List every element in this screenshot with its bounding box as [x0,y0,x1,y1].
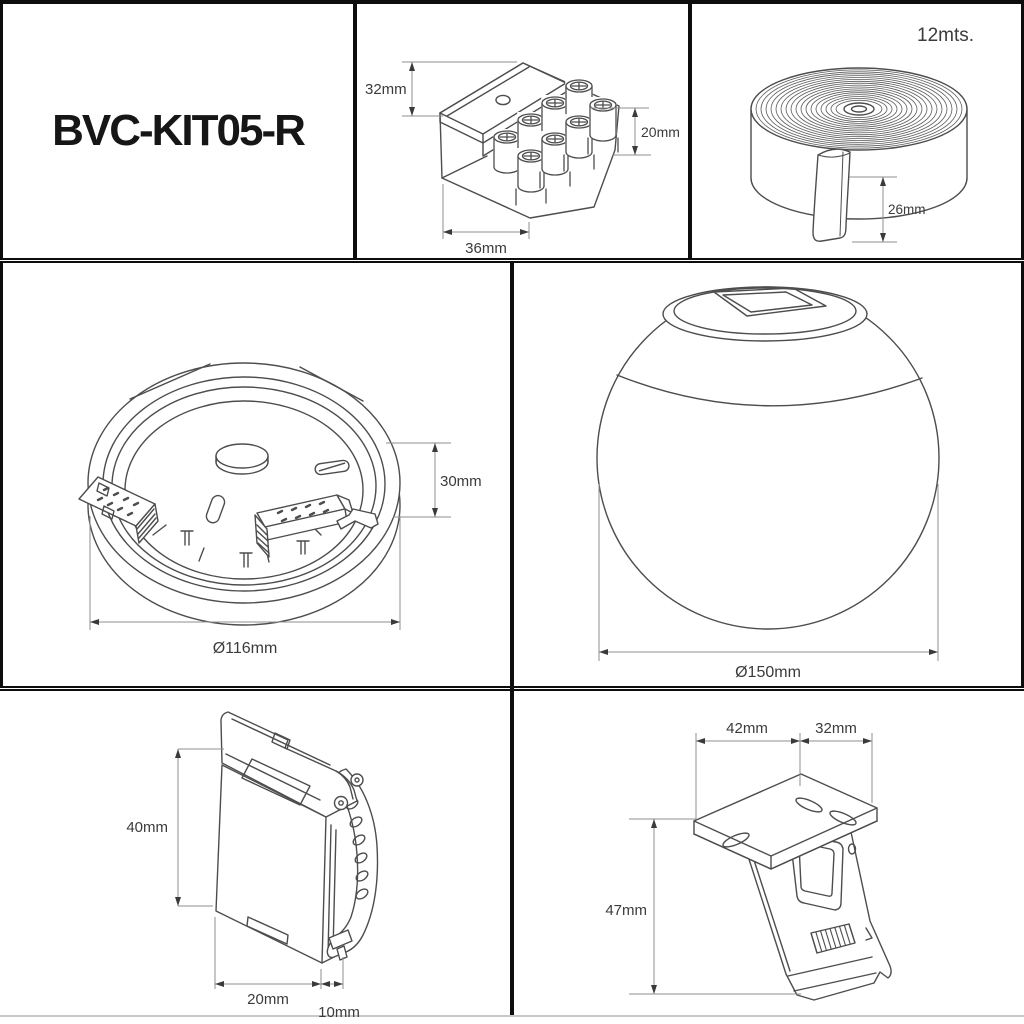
border-bottom-faint [0,1015,1024,1017]
panel-sphere: Ø150mm [514,263,1021,686]
dim-label-bracket-left: 42mm [726,720,768,737]
bracket-drawing: 42mm 32mm 47mm [605,720,892,1001]
dim-label-base-height: 30mm [440,473,482,490]
dim-label-clip-height: 40mm [126,819,168,836]
sphere-drawing: Ø150mm [596,286,940,681]
dim-label-bracket-height: 47mm [605,902,647,919]
dim-label-clip-width: 20mm [247,991,289,1008]
tape-length-label: 12mts. [917,25,974,46]
clip-drawing: 40mm 20mm 10mm [126,711,379,1019]
divider-top-a [353,4,357,258]
border-top [0,0,1024,4]
divider-row1 [0,258,1024,263]
panel-product-code: BVC-KIT05-R [3,4,353,258]
divider-top-b [688,4,692,258]
terminal-block-drawing: 32mm 20mm 36mm [365,61,680,257]
panel-round-base: 30mm Ø116mm [3,263,510,686]
panel-terminal-block: 32mm 20mm 36mm [357,4,688,258]
dim-label-terminal-screw: 20mm [641,124,680,140]
dim-label-terminal-height: 32mm [365,81,407,98]
dim-label-sphere-diameter: Ø150mm [735,664,801,681]
dim-label-terminal-width: 36mm [465,240,507,257]
border-right [1021,0,1024,691]
dim-label-base-diameter: Ø116mm [213,640,278,657]
panel-tape-roll: 12mts. 26mm [692,4,1021,258]
tape-roll-drawing: 12mts. 26mm [750,25,974,243]
panel-bracket: 42mm 32mm 47mm [514,691,1024,1019]
dim-label-tape-width: 26mm [888,202,926,217]
product-code: BVC-KIT05-R [52,106,306,155]
divider-mid-bottom [510,263,514,1016]
round-base-drawing: 30mm Ø116mm [78,362,482,657]
dim-label-bracket-right: 32mm [815,720,857,737]
panel-clip: 40mm 20mm 10mm [0,691,510,1019]
border-left [0,0,3,691]
dim-label-clip-depth: 10mm [318,1004,360,1019]
